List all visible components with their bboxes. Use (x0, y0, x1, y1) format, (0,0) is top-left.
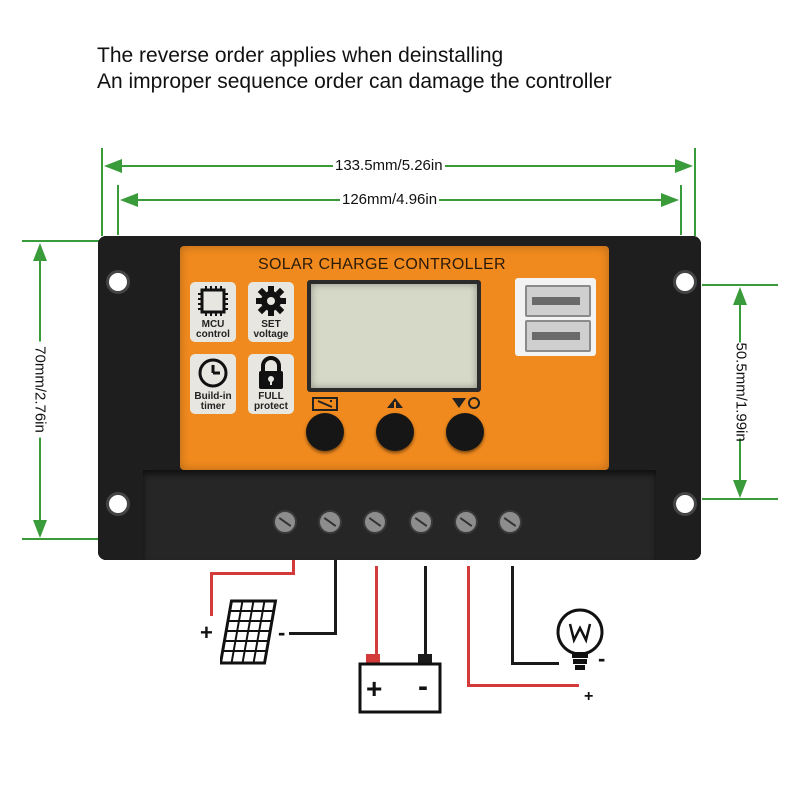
lock-icon (259, 356, 283, 389)
down-button[interactable] (446, 413, 484, 451)
solar-positive-wire-down (210, 572, 213, 616)
lamp-icon (556, 608, 604, 670)
up-button[interactable] (376, 413, 414, 451)
battery-positive-wire (375, 566, 378, 660)
mount-hole-bottom-right (673, 492, 697, 516)
load-positive-wire-drop (467, 566, 470, 686)
outer-width-label: 133.5mm/5.26in (333, 157, 445, 174)
solar-negative-wire-drop (334, 560, 337, 634)
usb-port-1-tongue (532, 297, 580, 305)
battery-icon (358, 654, 442, 714)
feature-set-label-2: voltage (253, 329, 289, 340)
lcd-display (307, 280, 481, 392)
gear-icon (256, 286, 286, 316)
terminal-battery-positive[interactable] (363, 510, 387, 534)
feature-mcu-control: MCU control (190, 282, 236, 342)
menu-button[interactable] (306, 413, 344, 451)
terminal-load-positive[interactable] (454, 510, 478, 534)
install-note-line-2: An improper sequence order can damage th… (97, 70, 612, 93)
feature-protect-label-2: protect (254, 401, 288, 412)
feature-set-label-1: SET (261, 319, 281, 330)
feature-mcu-label-1: MCU (201, 319, 225, 330)
menu-icon (312, 397, 338, 411)
terminal-load-negative[interactable] (498, 510, 522, 534)
mount-hole-top-right (673, 270, 697, 294)
load-positive-wire-run (467, 684, 579, 687)
mount-hole-top-left (106, 270, 130, 294)
battery-positive-sign: + (366, 673, 383, 704)
solar-negative-sign: - (278, 620, 286, 645)
load-negative-wire-drop (511, 566, 514, 664)
mount-hole-bottom-left (106, 492, 130, 516)
battery-negative-sign: - (418, 670, 428, 703)
feature-timer-label-2: timer (200, 401, 226, 412)
inner-width-label: 126mm/4.96in (340, 191, 440, 208)
feature-protect-label-1: FULL (258, 391, 284, 402)
clock-icon (198, 358, 228, 388)
install-note-line-1: The reverse order applies when deinstall… (97, 44, 504, 67)
solar-negative-wire-run (289, 632, 337, 635)
down-arrow-icon (452, 397, 480, 409)
panel-height-label: 50.5mm/1.99in (732, 342, 750, 442)
solar-panel-icon (220, 599, 278, 665)
terminal-solar-negative[interactable] (318, 510, 342, 534)
load-negative-wire-run (511, 662, 559, 665)
controller-title: SOLAR CHARGE CONTROLLER (258, 256, 506, 273)
battery-negative-wire (424, 566, 427, 660)
solar-positive-wire-drop (292, 560, 295, 574)
feature-timer: Build-in timer (190, 354, 236, 414)
feature-mcu-label-2: control (196, 329, 230, 340)
solar-positive-sign: + (200, 620, 213, 645)
load-negative-sign: - (598, 646, 606, 671)
terminal-battery-negative[interactable] (409, 510, 433, 534)
chip-icon (198, 286, 228, 316)
feature-set-voltage: SET voltage (248, 282, 294, 342)
solar-positive-wire-run (210, 572, 295, 575)
terminal-solar-positive[interactable] (273, 510, 297, 534)
up-arrow-icon (387, 398, 403, 410)
usb-port-2-tongue (532, 332, 580, 340)
terminal-block (143, 470, 656, 560)
feature-timer-label-1: Build-in (194, 391, 232, 402)
feature-full-protect: FULL protect (248, 354, 294, 414)
height-label: 70mm/2.76in (31, 341, 49, 438)
load-positive-sign: + (584, 688, 594, 705)
